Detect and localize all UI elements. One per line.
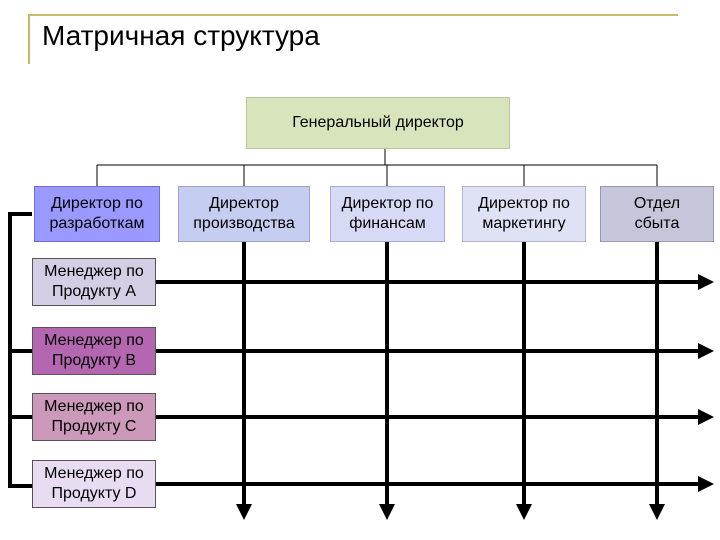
director-development-box: Директор по разработкам — [34, 186, 160, 242]
manager-product-b-box: Менеджер по Продукту В — [32, 327, 156, 375]
title-frame-horizontal — [28, 14, 678, 16]
director-finance-box: Директор по финансам — [330, 186, 445, 242]
manager-product-c-box: Менеджер по Продукту С — [32, 393, 156, 441]
manager-product-a-box: Менеджер по Продукту А — [32, 258, 156, 306]
sales-department-box: Отдел сбыта — [600, 186, 714, 242]
page-title: Матричная структура — [42, 20, 320, 51]
manager-product-d-box: Менеджер по Продукту D — [32, 460, 156, 508]
director-production-box: Директор производства — [178, 186, 310, 242]
title-frame-vertical — [28, 14, 30, 64]
director-marketing-box: Директор по маркетингу — [462, 186, 586, 242]
ceo-box: Генеральный директор — [246, 97, 510, 149]
